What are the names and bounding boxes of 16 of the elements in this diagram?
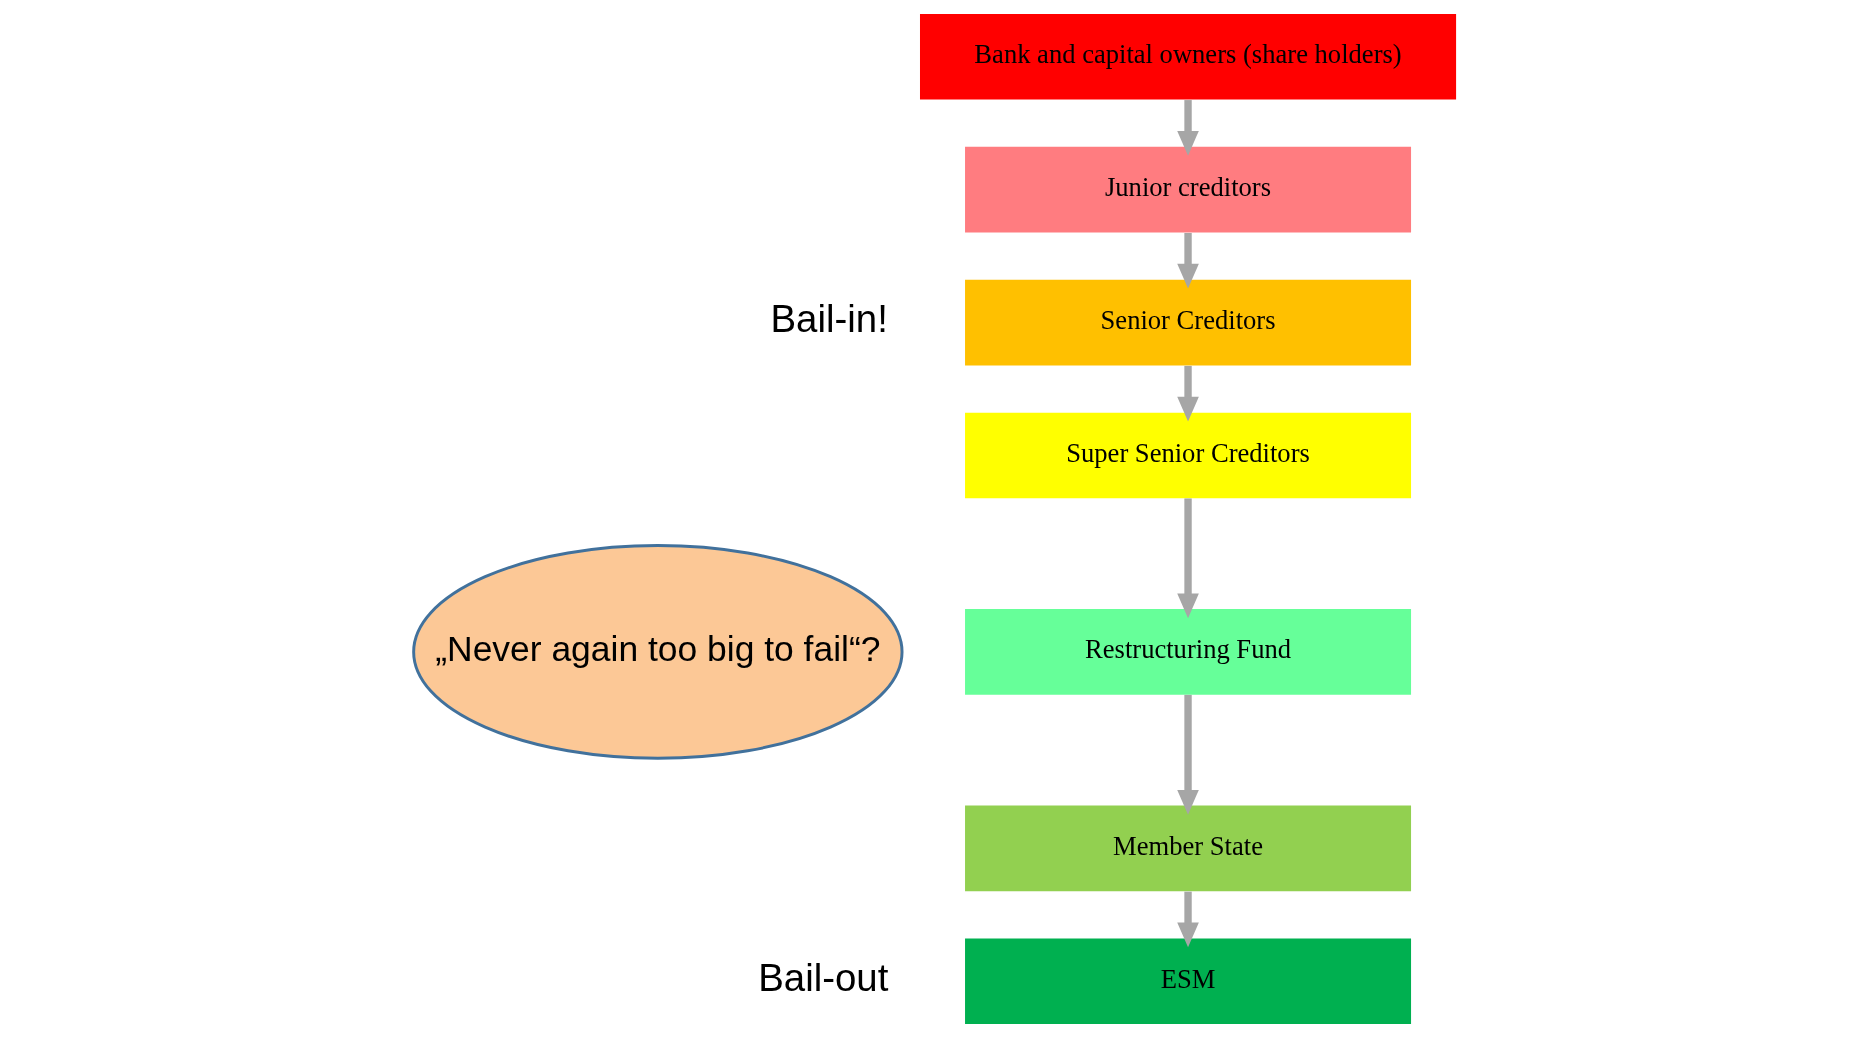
node-ellipse: „Never again too big to fail“? xyxy=(412,544,904,760)
node-box: Bank and capital owners (share holders) xyxy=(920,13,1457,100)
arrow xyxy=(1177,365,1199,422)
node-box: Restructuring Fund xyxy=(965,609,1412,695)
node-box: Junior creditors xyxy=(965,146,1412,233)
node-box: ESM xyxy=(965,938,1412,1025)
label: Bail-out xyxy=(758,955,889,999)
arrow xyxy=(1177,232,1199,289)
node-box: Senior Creditors xyxy=(965,279,1412,366)
arrow xyxy=(1177,498,1199,619)
node-box: Member State xyxy=(965,805,1412,892)
arrow xyxy=(1177,891,1199,948)
arrow xyxy=(1177,100,1199,156)
label: Bail-in! xyxy=(770,296,888,340)
arrow xyxy=(1177,694,1199,815)
node-box: Super Senior Creditors xyxy=(965,412,1412,499)
